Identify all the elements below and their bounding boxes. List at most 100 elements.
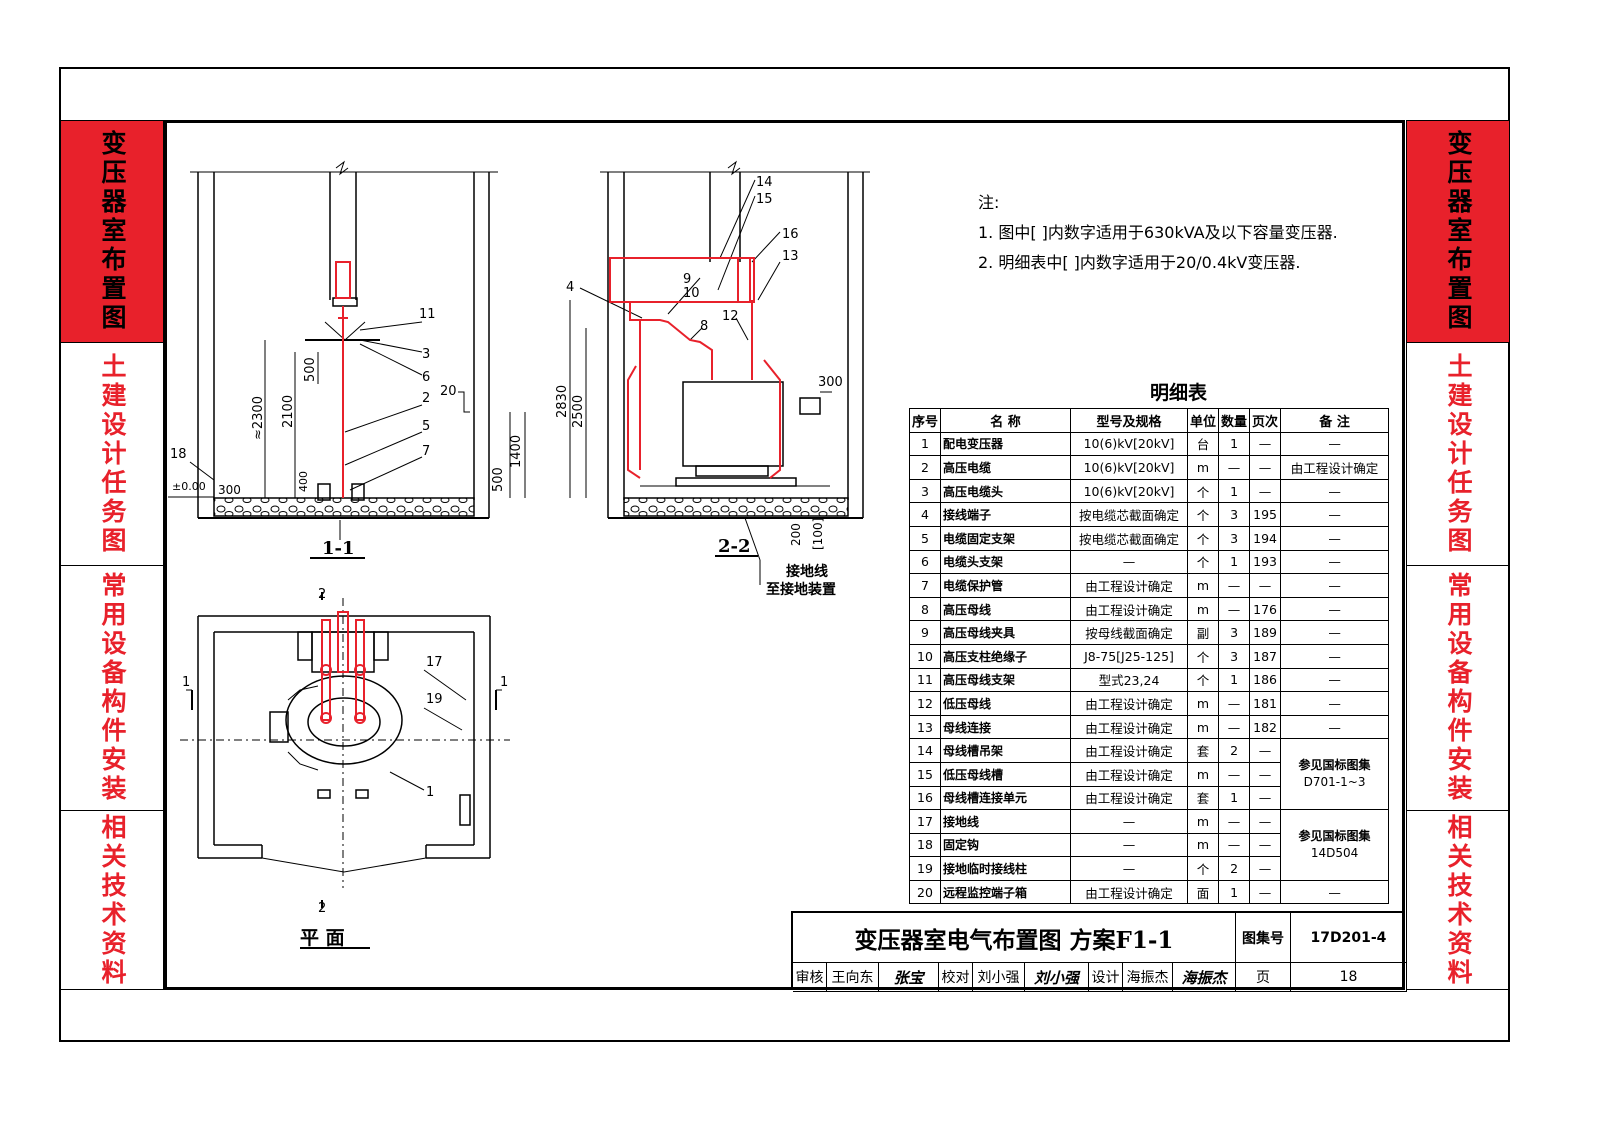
table-cell: 17: [908, 809, 942, 834]
dim-500-upper: 500: [303, 357, 318, 382]
tab-related-technical-info[interactable]: 相关技术资料: [1444, 814, 1473, 988]
table-cell: 由工程设计确定: [1070, 761, 1189, 787]
table-cell: —: [1280, 620, 1390, 645]
table-cell: 187: [1249, 643, 1282, 669]
table-cell: 由工程设计确定: [1070, 596, 1189, 622]
table-cell: —: [1280, 879, 1390, 905]
plan-labels: 17 19 1 1 1 2 2 平 面: [182, 587, 508, 949]
callout-9: 9: [683, 272, 691, 287]
table-cell: —: [1218, 573, 1251, 598]
table-cell: 个: [1187, 667, 1220, 693]
section-1-1-label: 1-1: [322, 538, 355, 559]
table-cell: 1: [908, 431, 942, 457]
checker-name: 刘小强: [973, 963, 1025, 992]
table-cell: 母线槽连接单元: [940, 785, 1072, 811]
table-cell: —: [1249, 785, 1282, 811]
tab-transformer-room-layout[interactable]: 变压器室布置图: [1407, 121, 1509, 343]
tab-civil-design-task[interactable]: 土建设计任务图: [61, 343, 163, 566]
table-cell: 高压母线支架: [940, 667, 1072, 693]
table-cell: —: [1280, 643, 1390, 669]
atlas-number: 17D201-4: [1291, 913, 1407, 963]
table-cell: 电缆头支架: [940, 549, 1072, 575]
callout-12: 12: [722, 309, 739, 324]
tab-common-equipment-installation[interactable]: 常用设备构件安装: [1407, 566, 1509, 811]
table-cell: 2: [908, 455, 942, 480]
table-cell: 13: [908, 714, 942, 740]
section-2-2-label: 2-2: [718, 536, 751, 557]
table-cell: 低压母线槽: [940, 761, 1072, 787]
bom-title: 明细表: [1150, 382, 1208, 404]
table-cell: —: [1249, 809, 1282, 834]
table-cell: 7: [908, 573, 942, 598]
tab-common-equipment-installation[interactable]: 常用设备构件安装: [61, 566, 163, 811]
table-cell: 11: [908, 667, 942, 693]
table-cell: 9: [908, 620, 942, 645]
callout-16: 16: [782, 227, 799, 242]
table-cell: 1: [1218, 431, 1251, 457]
section-1-1-labels: 11 3 6 2 5 7 20 18 ±0.00 300 ≈2300 2100 …: [170, 307, 524, 559]
section-2-2: [569, 160, 870, 585]
section-mark-1-right: 1: [500, 675, 508, 690]
table-cell: 低压母线: [940, 691, 1072, 716]
table-cell: 4: [908, 502, 942, 527]
note-item: 1. 图中[ ]内数字适用于630kVA及以下容量变压器.: [978, 223, 1338, 242]
atlas-label: 图集号: [1236, 913, 1291, 963]
review-label: 审核: [793, 963, 827, 992]
tab-related-technical-info[interactable]: 相关技术资料: [98, 814, 127, 988]
dim-300-right: 300: [818, 375, 843, 390]
table-cell: 高压母线夹具: [940, 620, 1072, 645]
table-cell: 接地临时接线柱: [940, 856, 1072, 881]
table-cell: 3: [1218, 620, 1251, 645]
table-cell: 按母线截面确定: [1070, 620, 1189, 645]
table-cell: —: [1280, 714, 1390, 740]
table-cell: 2: [1218, 738, 1251, 763]
table-cell: —: [1280, 502, 1390, 527]
table-cell: 母线槽吊架: [940, 738, 1072, 763]
table-cell: 个: [1187, 502, 1220, 527]
bom-header-row: 序号 名 称 型号及规格 单位 数量 页次 备 注: [908, 408, 1390, 433]
table-cell: 186: [1249, 667, 1282, 693]
dim-1400: 1400: [509, 435, 524, 468]
designer-name: 海振杰: [1123, 963, 1173, 992]
table-cell: 2: [1218, 856, 1251, 881]
table-cell: —: [1249, 478, 1282, 504]
table-cell: 189: [1249, 620, 1282, 645]
table-cell: 由工程设计确定: [1070, 714, 1189, 740]
table-cell: 10: [908, 643, 942, 669]
callout-11: 11: [419, 307, 436, 322]
table-cell: 16: [908, 785, 942, 811]
ground-line-label: 接地线: [786, 563, 828, 580]
table-cell: 由工程设计确定: [1070, 691, 1189, 716]
reviewer-name: 王向东: [827, 963, 879, 992]
table-cell: —: [1070, 856, 1189, 881]
table-cell: —: [1249, 573, 1282, 598]
callout-3: 3: [422, 347, 430, 362]
table-cell: —: [1218, 455, 1251, 480]
tab-transformer-room-layout[interactable]: 变压器室布置图: [61, 121, 163, 343]
callout-10: 10: [683, 286, 700, 301]
table-cell: —: [1070, 809, 1189, 834]
callout-19: 19: [426, 692, 443, 707]
table-cell: 8: [908, 596, 942, 622]
table-cell: 型式23,24: [1070, 667, 1189, 693]
dim-2300: ≈2300: [251, 396, 266, 440]
dim-2830: 2830: [555, 385, 570, 418]
table-cell: 194: [1249, 525, 1282, 551]
table-cell: m: [1187, 691, 1220, 716]
table-cell: 19: [908, 856, 942, 881]
tab-civil-design-task[interactable]: 土建设计任务图: [1407, 343, 1509, 566]
page-number: 18: [1291, 963, 1407, 992]
table-cell: 3: [1218, 525, 1251, 551]
table-cell: 个: [1187, 856, 1220, 881]
table-cell: 套: [1187, 785, 1220, 811]
table-cell: —: [1249, 832, 1282, 858]
table-cell: 1: [1218, 478, 1251, 504]
table-cell: 固定钩: [940, 832, 1072, 858]
